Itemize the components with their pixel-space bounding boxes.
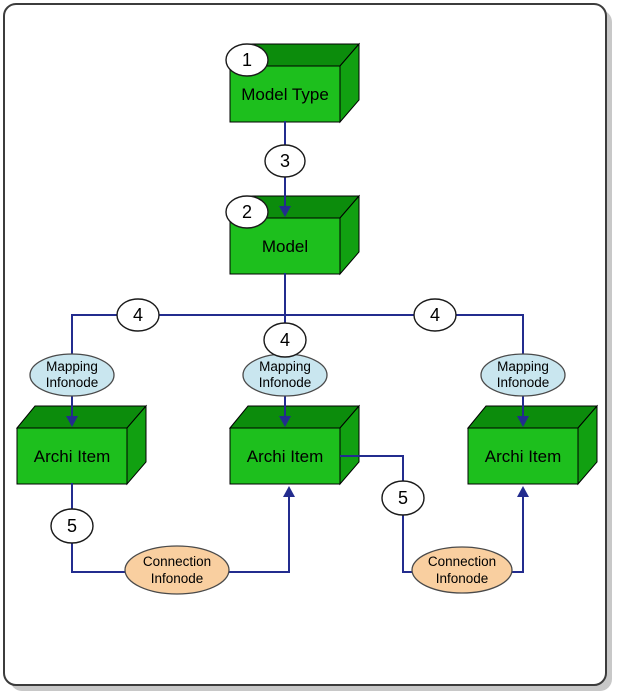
badge-step-4-right: 4 [413, 298, 457, 332]
connection-infonode-right: Connection Infonode [411, 546, 513, 594]
badge-step-4-left-shape [116, 298, 160, 332]
badge-step-5-right-shape [381, 480, 425, 516]
mapping-infonode-right-shape [480, 353, 566, 397]
mapping-infonode-left-line2: Infonode [46, 375, 99, 390]
connection-infonode-left-line1: Connection [143, 554, 211, 569]
archi-middle-top-face [228, 405, 361, 429]
arrowhead-into-model [279, 206, 291, 217]
connection-infonode-right-shape [411, 546, 513, 594]
badge-step-1-number: 1 [242, 50, 252, 70]
badge-step-3-number: 3 [280, 151, 290, 171]
badge-step-5-left-number: 5 [67, 516, 77, 536]
badge-step-1-shape [225, 43, 269, 77]
edge-archimiddle-to-archiright [340, 455, 524, 573]
connection-infonode-left-shape [124, 545, 230, 595]
archi-item-left-node: Archi Item [15, 404, 148, 486]
arrowhead-up-into-archi-right [517, 486, 529, 497]
archi-item-left-label: Archi Item [34, 447, 111, 466]
archi-item-right-node: Archi Item [466, 404, 599, 486]
connection-infonode-right-line1: Connection [428, 554, 496, 569]
mapping-infonode-left-shape [29, 353, 115, 397]
badge-step-5-right: 5 [381, 480, 425, 516]
badge-step-1: 1 [225, 43, 269, 77]
badge-step-3: 3 [264, 144, 306, 178]
badge-step-4-right-number: 4 [430, 305, 440, 325]
mapping-infonode-middle: Mapping Infonode [242, 353, 328, 397]
arrowhead-up-into-archi-middle [283, 486, 295, 497]
connection-infonode-left: Connection Infonode [124, 545, 230, 595]
mapping-infonode-left: Mapping Infonode [29, 353, 115, 397]
archi-right-front-face [467, 427, 579, 485]
badge-step-3-shape [264, 144, 306, 178]
archi-item-right-label: Archi Item [485, 447, 562, 466]
badge-step-5-right-number: 5 [398, 488, 408, 508]
badge-step-5-left-shape [50, 508, 94, 544]
archi-left-front-face [16, 427, 128, 485]
arrowhead-into-archi-left [66, 416, 78, 427]
archi-right-top-face [466, 405, 599, 429]
badge-step-2-number: 2 [242, 202, 252, 222]
badge-step-2: 2 [225, 195, 269, 229]
mapping-infonode-right-line1: Mapping [497, 359, 549, 374]
badge-step-2-shape [225, 195, 269, 229]
archi-middle-front-face [229, 427, 341, 485]
mapping-infonode-middle-line1: Mapping [259, 359, 311, 374]
connection-infonode-right-line2: Infonode [436, 571, 489, 586]
badge-step-4-right-shape [413, 298, 457, 332]
badge-step-4-left-number: 4 [133, 305, 143, 325]
mapping-infonode-left-line1: Mapping [46, 359, 98, 374]
model-type-label: Model Type [241, 85, 329, 104]
arrowhead-into-archi-middle [279, 416, 291, 427]
badge-step-5-left: 5 [50, 508, 94, 544]
arrowhead-into-archi-right [517, 416, 529, 427]
mapping-infonode-middle-line2: Infonode [259, 375, 312, 390]
archi-left-top-face [15, 405, 148, 429]
badge-step-4-middle-number: 4 [280, 330, 290, 350]
model-label: Model [262, 237, 308, 256]
badge-step-4-middle-shape [263, 322, 307, 358]
mapping-infonode-right: Mapping Infonode [480, 353, 566, 397]
mapping-infonode-right-line2: Infonode [497, 375, 550, 390]
badge-step-4-middle: 4 [263, 322, 307, 358]
badge-step-4-left: 4 [116, 298, 160, 332]
archi-item-middle-node: Archi Item [228, 404, 361, 486]
connection-infonode-left-line2: Infonode [151, 571, 204, 586]
archi-item-middle-label: Archi Item [247, 447, 324, 466]
